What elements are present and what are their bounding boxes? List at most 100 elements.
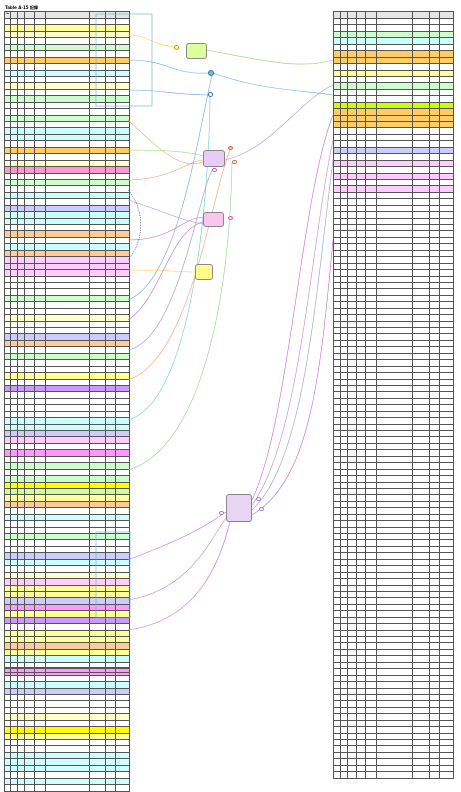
table-cell bbox=[105, 365, 117, 374]
table-cell bbox=[438, 75, 455, 84]
table-cell bbox=[347, 281, 357, 290]
left-col-4 bbox=[33, 11, 47, 19]
table-row bbox=[3, 301, 130, 309]
table-cell bbox=[105, 397, 117, 406]
table-row bbox=[332, 629, 455, 638]
left-col-6 bbox=[88, 11, 107, 19]
table-cell bbox=[332, 75, 342, 84]
table-cell bbox=[88, 404, 107, 412]
table-cell bbox=[347, 294, 357, 303]
connector-line bbox=[127, 217, 204, 241]
node-green[interactable] bbox=[186, 43, 207, 59]
table-cell bbox=[16, 784, 25, 792]
right-table-body bbox=[332, 17, 455, 779]
table-cell bbox=[105, 269, 117, 277]
table-row bbox=[332, 565, 455, 573]
table-cell bbox=[412, 288, 430, 296]
table-cell bbox=[332, 262, 342, 271]
table-row bbox=[3, 352, 130, 361]
node-yellow[interactable] bbox=[195, 264, 213, 280]
table-cell bbox=[33, 487, 47, 496]
table-cell bbox=[332, 346, 342, 354]
table-cell bbox=[88, 468, 107, 477]
table-cell bbox=[10, 423, 18, 432]
table-cell bbox=[88, 120, 107, 129]
table-cell bbox=[376, 455, 414, 464]
table-cell bbox=[33, 63, 47, 71]
table-row bbox=[332, 339, 455, 348]
table-row bbox=[332, 648, 455, 657]
table-cell bbox=[347, 269, 357, 277]
table-row bbox=[3, 487, 130, 496]
table-row bbox=[3, 120, 130, 129]
table-row bbox=[332, 507, 455, 515]
table-cell bbox=[376, 449, 414, 457]
table-cell bbox=[438, 63, 455, 71]
table-row bbox=[3, 320, 130, 329]
table-cell bbox=[33, 120, 47, 129]
table-cell bbox=[24, 784, 35, 792]
table-cell bbox=[33, 378, 47, 386]
table-cell bbox=[10, 256, 18, 264]
table-cell bbox=[105, 359, 117, 367]
left-table-footer bbox=[4, 667, 130, 673]
table-cell bbox=[10, 442, 18, 451]
table-row bbox=[332, 410, 455, 419]
connector-line bbox=[251, 239, 334, 516]
table-cell bbox=[347, 333, 357, 341]
table-cell bbox=[105, 333, 117, 341]
connector-line bbox=[212, 72, 334, 96]
table-cell bbox=[332, 82, 342, 90]
table-cell bbox=[10, 108, 18, 116]
table-cell bbox=[412, 82, 430, 90]
table-row bbox=[332, 423, 455, 432]
table-cell bbox=[88, 275, 107, 283]
table-row bbox=[3, 462, 130, 470]
table-cell bbox=[376, 436, 414, 444]
table-cell bbox=[33, 429, 47, 438]
table-cell bbox=[438, 429, 455, 438]
table-cell bbox=[10, 262, 18, 271]
table-cell bbox=[376, 365, 414, 374]
table-cell bbox=[332, 24, 342, 32]
table-cell bbox=[376, 462, 414, 470]
table-row bbox=[332, 114, 455, 123]
table-cell bbox=[376, 339, 414, 348]
table-row bbox=[332, 378, 455, 386]
table-cell bbox=[105, 314, 117, 322]
table-cell bbox=[105, 481, 117, 489]
table-cell bbox=[347, 359, 357, 367]
table-cell bbox=[105, 410, 117, 419]
table-cell bbox=[105, 256, 117, 264]
table-row bbox=[332, 771, 455, 779]
table-row bbox=[332, 243, 455, 251]
table-cell bbox=[88, 333, 107, 341]
table-cell bbox=[376, 500, 414, 509]
table-cell bbox=[332, 442, 342, 451]
table-row bbox=[3, 314, 130, 322]
table-cell bbox=[412, 120, 430, 129]
table-cell bbox=[332, 352, 342, 361]
node-bottom[interactable] bbox=[226, 494, 252, 522]
table-row bbox=[332, 17, 455, 26]
left-col-5 bbox=[45, 11, 90, 19]
table-cell bbox=[412, 95, 430, 103]
table-cell bbox=[438, 449, 455, 457]
table-row bbox=[3, 275, 130, 283]
table-cell bbox=[10, 17, 18, 26]
table-cell bbox=[10, 82, 18, 90]
table-cell bbox=[10, 462, 18, 470]
table-cell bbox=[88, 475, 107, 483]
table-cell bbox=[105, 378, 117, 386]
node-pink[interactable] bbox=[203, 212, 224, 227]
table-row bbox=[3, 442, 130, 451]
connector-line bbox=[127, 521, 231, 631]
connector-line bbox=[127, 149, 231, 381]
table-cell bbox=[412, 275, 430, 283]
table-cell bbox=[347, 372, 357, 380]
table-cell bbox=[347, 314, 357, 322]
node-lavender[interactable] bbox=[203, 150, 225, 167]
left-record-table: No bbox=[3, 11, 130, 792]
table-cell bbox=[438, 101, 455, 110]
table-row bbox=[3, 384, 130, 393]
